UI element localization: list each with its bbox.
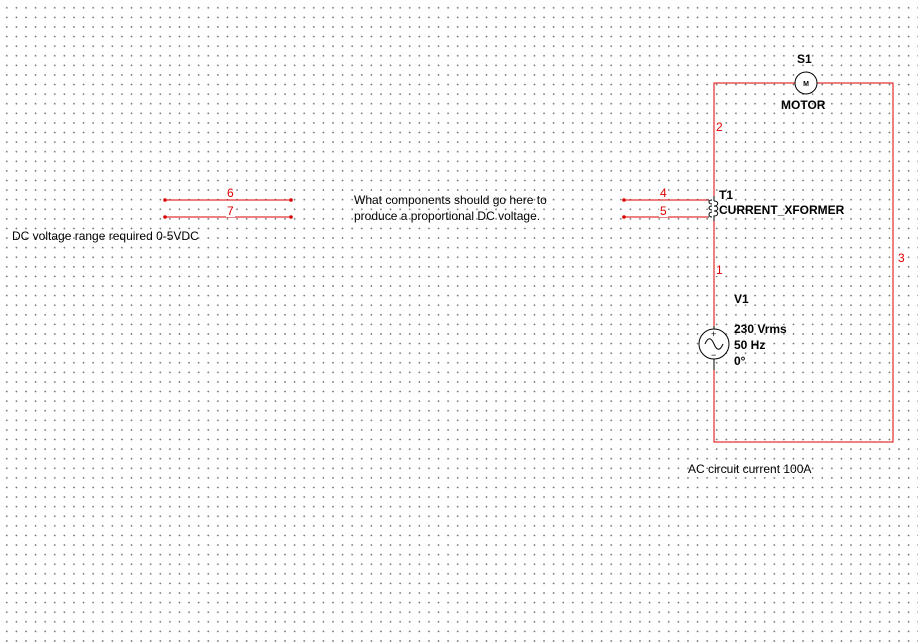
transformer-value-label: CURRENT_XFORMER [719,203,845,217]
net-label-3: 3 [897,251,906,265]
source-ref-label: V1 [734,292,749,306]
wire-net-7[interactable] [163,215,293,219]
wire-7-end-dot [289,215,293,219]
net-label-5: 5 [659,204,668,218]
net-label-2: 2 [715,120,724,134]
net-label-1: 1 [715,263,724,277]
motor-symbol-letter: M [803,81,809,88]
source-plus-sign: + [711,329,716,339]
transformer-ref-label: T1 [719,188,734,202]
source-voltage-label: 230 Vrms [734,322,787,336]
note-question-line-2: produce a proportional DC voltage. [354,209,541,223]
wire-6-start-dot [163,198,167,202]
motor-ref-label: S1 [797,52,812,66]
wire-4-end-dot [622,198,626,202]
ac-loop-wires[interactable] [713,82,894,443]
wire-6-end-dot [289,198,293,202]
source-frequency-label: 50 Hz [734,338,766,352]
wire-net-6[interactable] [163,198,293,202]
source-phase-label: 0° [734,354,746,368]
net-label-7: 7 [226,204,235,218]
source-minus-sign: − [711,350,716,360]
wire-7-start-dot [163,215,167,219]
wire-net-3[interactable] [713,82,894,443]
ac-voltage-source-icon[interactable]: + − [698,326,730,370]
motor-value-label: MOTOR [781,98,826,112]
note-dc-voltage-range: DC voltage range required 0-5VDC [12,229,199,243]
motor-icon[interactable]: M [794,71,818,95]
net-label-4: 4 [659,186,668,200]
note-question-line-1: What components should go here to [354,193,547,207]
net-label-6: 6 [226,186,235,200]
wire-5-end-dot [622,215,626,219]
transformer-coil-icon[interactable] [708,196,719,221]
note-ac-current: AC circuit current 100A [688,462,812,476]
wire-net-2[interactable] [713,82,795,200]
